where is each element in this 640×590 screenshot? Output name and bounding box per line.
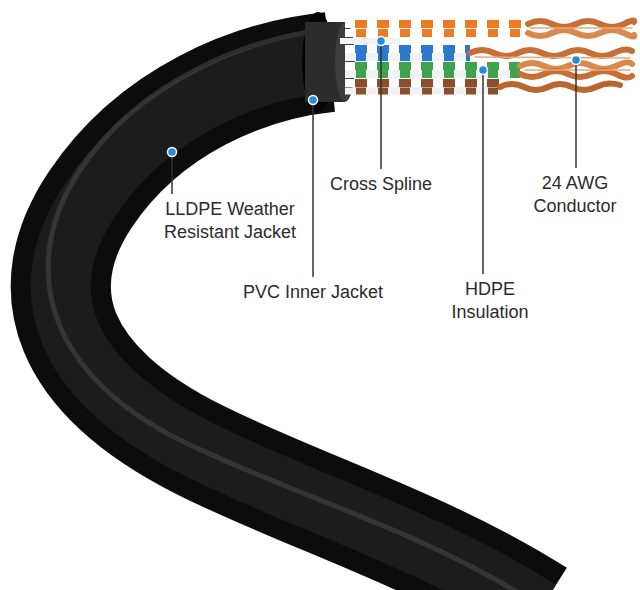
wire-stripe [345,70,520,78]
wire [345,20,528,28]
leader-line [312,100,314,277]
leader-line [171,152,173,194]
part-label: LLDPE Weather Resistant Jacket [150,198,310,243]
wire [345,88,500,95]
leader-line [380,41,382,169]
leader-dot [309,96,318,105]
wire [345,29,528,37]
leader-dot [479,66,488,75]
wire [345,45,470,53]
leader-dot [572,56,581,65]
wire-stripe [345,45,470,53]
copper-conductor [470,20,634,90]
wire-stripe [345,79,500,87]
leader-dot [168,148,177,157]
outer-jacket [61,62,540,590]
wire-stripe [345,88,500,95]
wire-stripe [345,29,528,37]
leader-line [575,60,577,168]
copper-strand [470,49,632,56]
copper-strand [528,30,634,37]
wire [345,79,500,87]
wire [345,70,520,78]
wire-stripe [345,53,470,61]
copper-highlight [475,28,632,70]
leader-dots [168,37,581,157]
jacket-shading [61,62,540,590]
part-label: 24 AWG Conductor [514,172,636,217]
leader-lines [172,41,576,277]
leader-line [482,70,484,274]
cross-spline [340,38,400,44]
part-label: HDPE Insulation [438,278,542,323]
copper-strand [500,83,620,90]
leader-dot [377,37,386,46]
wire [345,62,520,70]
wire [345,53,470,61]
copper-strand [528,20,634,27]
part-label: PVC Inner Jacket [222,281,404,304]
wire-stripe [345,20,528,28]
wire-stripe [345,62,520,70]
part-label: Cross Spline [310,173,452,196]
